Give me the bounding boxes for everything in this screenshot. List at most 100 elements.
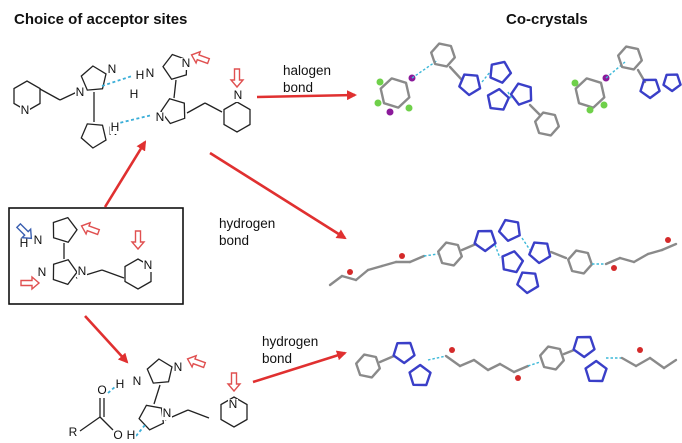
atom-label-backdrop (155, 112, 165, 124)
crystal-bond (458, 358, 476, 368)
crystal-pyridine (437, 241, 463, 267)
crystal-bond (662, 358, 678, 370)
label-hydrogen-bond-middle-line1: hydrogen (219, 216, 276, 231)
crystal-bond (380, 260, 398, 268)
crystal-pyridine (567, 249, 593, 275)
acid-r-group: R (69, 425, 78, 439)
crystal-contact (481, 71, 491, 83)
bond-line (39, 88, 61, 101)
crystal-bond (632, 252, 650, 264)
ligand-box (8, 207, 184, 305)
ligand-ch2-pyridine-bond (101, 269, 125, 279)
crystal-pyridine (617, 45, 643, 71)
crystal-imidazole (489, 60, 513, 84)
bond-line (153, 384, 161, 405)
crystal-bond (328, 274, 344, 287)
crystal-perfluoroarene (379, 77, 411, 109)
fluorine-atom (571, 79, 579, 87)
oxygen-atom (515, 375, 521, 381)
atom-label-backdrop (110, 122, 120, 134)
atom-label-backdrop (129, 89, 139, 101)
atom-label-backdrop (19, 238, 29, 250)
bond-line (187, 409, 210, 419)
crystal-pyridine (534, 111, 560, 137)
bond-line (99, 416, 114, 431)
crystal-bond (444, 354, 462, 368)
oxygen-atom (347, 269, 353, 275)
ligand-imidazole-bottom (52, 258, 78, 286)
acid-pyridine-n-atom: N (229, 397, 238, 411)
dimer-n-atom: N (156, 110, 165, 124)
oxygen-atom (449, 347, 455, 353)
crystal-contact (527, 361, 541, 367)
ligand-n-atom: N (78, 264, 87, 278)
crystal-bond (604, 256, 622, 266)
crystal-imidazole (486, 87, 510, 111)
crystal-imidazole (516, 271, 540, 295)
crystal-imidazole (572, 335, 596, 359)
crystal-imidazole (584, 359, 608, 383)
crystal-bond (460, 242, 478, 252)
heading-co-crystals: Co-crystals (506, 11, 588, 28)
label-hydrogen-bond-middle: hydrogen bond (219, 215, 275, 249)
atom-label-backdrop (115, 379, 125, 391)
arrow-dimer-to-hydrogen-cocrystal (209, 151, 347, 240)
site-markers (15, 50, 245, 393)
oxygen-atom (637, 347, 643, 353)
atom-label-backdrop (33, 235, 43, 247)
atom-label-backdrop (37, 267, 47, 279)
hydrogen-bond-dash (101, 75, 133, 87)
fluorine-atom (405, 104, 413, 112)
crystal-imidazole (392, 341, 416, 365)
hydrogen-bond-dash (114, 114, 153, 125)
acid-imidazole-h-atom: H (116, 377, 125, 391)
atom-label-backdrop (162, 408, 172, 420)
dimer-pyridine-n-atom: N (234, 88, 243, 102)
reaction-arrows (84, 90, 357, 384)
acid-imidazole-bottom (138, 404, 165, 431)
crystal-bond (486, 362, 502, 372)
crystal-imidazole (639, 78, 661, 100)
atom-label-backdrop (97, 385, 107, 397)
ligand-imidazole-top (52, 216, 78, 244)
crystal-bond (620, 356, 638, 368)
acceptor-site-marker (229, 68, 245, 89)
crystal-imidazole (473, 229, 497, 253)
bond-line (59, 91, 78, 101)
crystal-bond (340, 274, 358, 282)
acceptor-site-marker (80, 221, 101, 236)
crystal-imidazole (509, 82, 533, 106)
label-halogen-bond-line1: halogen (283, 63, 332, 78)
iodine-atom (386, 108, 394, 116)
label-hydrogen-bond-middle-line2: bond (219, 233, 250, 248)
acid-hydroxyl-o-atom: O (113, 428, 122, 442)
arrow-box-to-acid-complex (84, 315, 129, 364)
crystal-bond (448, 65, 464, 82)
ligand-n-atom: N (34, 233, 43, 247)
crystal-halogen-chain (374, 42, 682, 137)
fluorine-atom (600, 101, 608, 109)
arrow-box-to-dimer (103, 140, 147, 208)
acid-pyridine (220, 396, 248, 428)
acid-imidazole-top (146, 358, 173, 384)
acceptor-site-marker (130, 230, 146, 251)
crystal-bond (512, 364, 530, 374)
acceptor-site-marker (226, 372, 242, 393)
crystal-bond (354, 268, 370, 282)
crystal-bond (646, 248, 664, 256)
atom-label-backdrop (20, 105, 30, 117)
crystal-contact (521, 237, 531, 251)
acid-h-atom: H (127, 428, 136, 442)
atom-label-backdrop (132, 376, 142, 388)
hydrogen-bond-dashes (101, 75, 153, 437)
dimer-pyridine-right (223, 101, 251, 133)
arrow-acid-to-cocrystal (252, 350, 347, 384)
atom-label-backdrop (145, 68, 155, 80)
label-halogen-bond-line2: bond (283, 80, 314, 95)
ligand-pyridine-n-atom: N (144, 258, 153, 272)
acceptor-site-marker-shape (226, 372, 242, 393)
arrow-to-halogen-cocrystal (256, 90, 357, 101)
crystal-bond (408, 254, 426, 264)
crystal-pyridine (430, 42, 456, 68)
label-hydrogen-bond-bottom-line2: bond (262, 351, 293, 366)
